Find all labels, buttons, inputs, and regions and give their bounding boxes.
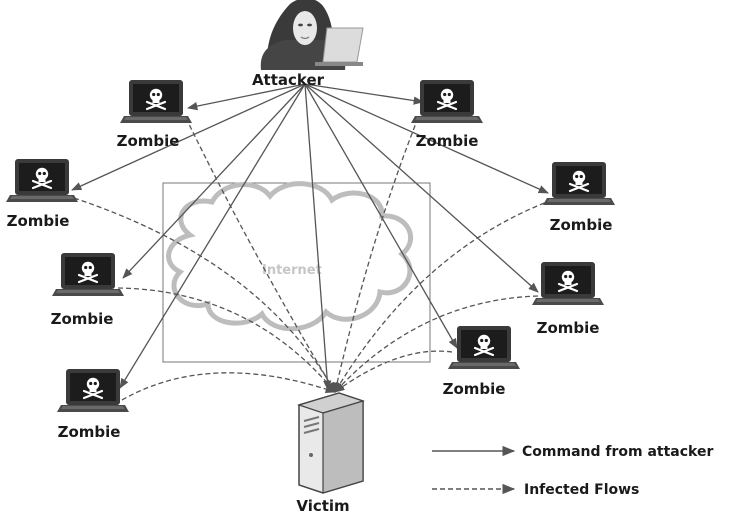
zombie-node: Zombie: [50, 251, 126, 328]
zombie-node: Zombie: [541, 160, 617, 234]
zombie-label: Zombie: [416, 132, 479, 150]
victim-node: Victim: [296, 392, 365, 515]
skull-laptop-icon: [118, 78, 194, 125]
zombie-label: Zombie: [51, 310, 114, 328]
legend-item-command: Command from attacker: [432, 444, 713, 460]
command-edge-z6: [304, 83, 539, 293]
skull-laptop-icon: [55, 367, 131, 414]
skull-laptop-icon: [530, 260, 606, 307]
attacker-node: Attacker: [252, 0, 364, 89]
zombie-node: Zombie: [117, 78, 194, 150]
infected-flow-edge-z2: [333, 117, 419, 394]
zombie-node: Zombie: [443, 324, 522, 398]
infected-flow-edge-z3: [73, 197, 336, 393]
command-edge-z2: [304, 83, 425, 105]
zombie-label: Zombie: [537, 319, 600, 337]
zombie-label: Zombie: [117, 132, 180, 150]
skull-laptop-icon: [50, 251, 126, 298]
zombie-label: Zombie: [7, 212, 70, 230]
zombie-node: Zombie: [55, 367, 131, 441]
zombie-label: Zombie: [550, 216, 613, 234]
command-edge-z3: [71, 83, 306, 191]
legend-item-infected: Infected Flows: [432, 482, 639, 498]
skull-laptop-icon: [4, 157, 80, 204]
attacker-label: Attacker: [252, 71, 325, 89]
zombie-node: Zombie: [530, 260, 606, 337]
skull-laptop-icon: [541, 160, 617, 207]
edges: [71, 83, 553, 401]
legend: Command from attacker Infected Flows: [432, 444, 713, 498]
infected-flow-edge-z4: [334, 199, 553, 393]
legend-label-command: Command from attacker: [522, 444, 713, 460]
command-edge-z4: [304, 83, 549, 194]
hooded-attacker-icon: [260, 0, 364, 70]
legend-label-infected: Infected Flows: [524, 482, 639, 498]
internet-label: Internet: [262, 263, 322, 278]
infected-flow-edge-z7: [334, 350, 453, 393]
command-edge-z5: [122, 83, 306, 279]
zombie-node: Zombie: [409, 78, 485, 150]
command-edge-z7: [304, 83, 458, 349]
infected-flow-edge-z8: [121, 372, 336, 401]
command-edge-center: [304, 83, 332, 392]
infected-flow-edge-z5: [117, 287, 336, 393]
zombie-label: Zombie: [443, 380, 506, 398]
command-edge-z8: [119, 83, 306, 389]
command-edge-z1: [186, 83, 306, 111]
skull-laptop-icon: [446, 324, 522, 371]
skull-laptop-icon: [409, 78, 485, 125]
cloud-icon: [166, 181, 414, 332]
zombie-label: Zombie: [58, 423, 121, 441]
infected-flow-edge-z6: [334, 295, 539, 393]
victim-label: Victim: [296, 497, 349, 515]
server-icon: [297, 392, 365, 494]
zombie-node: Zombie: [4, 157, 80, 230]
